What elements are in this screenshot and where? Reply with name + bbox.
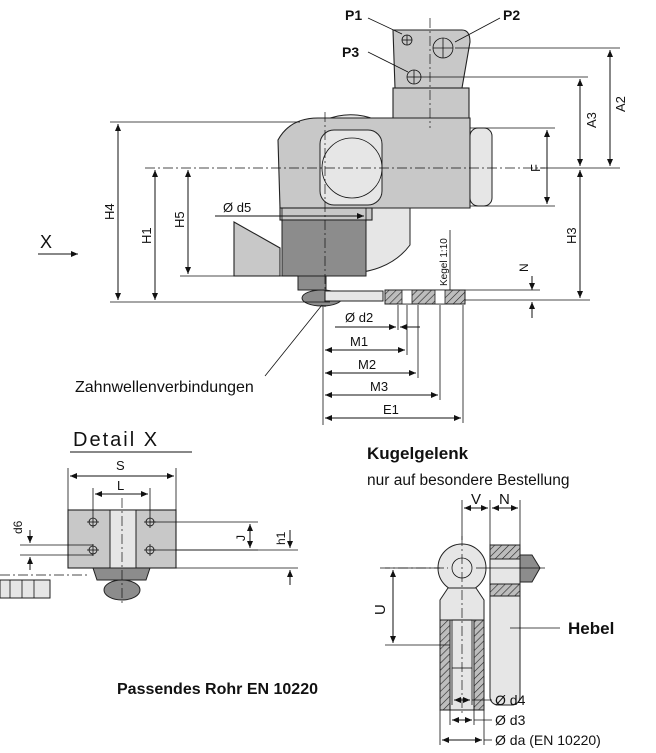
label-detail-x: Detail X xyxy=(73,429,159,451)
label-p2: P2 xyxy=(503,7,520,23)
label-d4: Ø d4 xyxy=(495,692,526,708)
label-h5: H5 xyxy=(172,211,187,228)
label-u: U xyxy=(372,604,389,615)
label-d6: d6 xyxy=(11,520,25,534)
label-a2: A2 xyxy=(613,96,628,112)
bracket xyxy=(233,221,281,277)
main-dimensions xyxy=(38,17,620,425)
labels: P1 P2 P3 A2 A3 F H3 H4 H1 H5 Ø d5 X Kege… xyxy=(11,7,628,748)
label-d2: Ø d2 xyxy=(345,310,373,325)
label-a3: A3 xyxy=(584,112,599,128)
label-h3: H3 xyxy=(564,227,579,244)
label-passendes-rohr: Passendes Rohr EN 10220 xyxy=(117,681,318,698)
label-s: S xyxy=(116,458,125,473)
label-h4: H4 xyxy=(102,203,117,220)
label-d3: Ø d3 xyxy=(495,712,526,728)
label-j: J xyxy=(234,535,248,541)
label-v: V xyxy=(471,491,481,508)
label-n-kugel: N xyxy=(499,491,510,508)
label-h1-detail: h1 xyxy=(274,531,288,545)
label-m2: M2 xyxy=(358,357,376,372)
label-f: F xyxy=(528,164,543,172)
label-zahnwellen: Zahnwellenverbindungen xyxy=(75,379,254,396)
label-d5: Ø d5 xyxy=(223,200,251,215)
label-h1: H1 xyxy=(139,227,154,244)
lever-flange xyxy=(384,289,466,305)
label-l: L xyxy=(117,478,124,493)
label-m3: M3 xyxy=(370,379,388,394)
label-m1: M1 xyxy=(350,334,368,349)
label-kegel: Kegel 1:10 xyxy=(439,238,450,286)
label-kugelgelenk: Kugelgelenk xyxy=(367,444,469,463)
label-x-arrow: X xyxy=(40,232,52,252)
label-n-top: N xyxy=(517,263,531,272)
label-kugelgelenk-note: nur auf besondere Bestellung xyxy=(367,472,570,489)
detail-x-view xyxy=(0,451,298,604)
ball-joint-view xyxy=(380,500,560,745)
label-p1: P1 xyxy=(345,7,362,23)
label-e1: E1 xyxy=(383,402,399,417)
hebel-plate xyxy=(489,544,521,706)
position-indicator-head xyxy=(392,29,471,89)
label-hebel: Hebel xyxy=(568,619,614,638)
main-actuator-view xyxy=(145,18,545,310)
label-p3: P3 xyxy=(342,44,359,60)
label-da: Ø da (EN 10220) xyxy=(495,732,601,748)
